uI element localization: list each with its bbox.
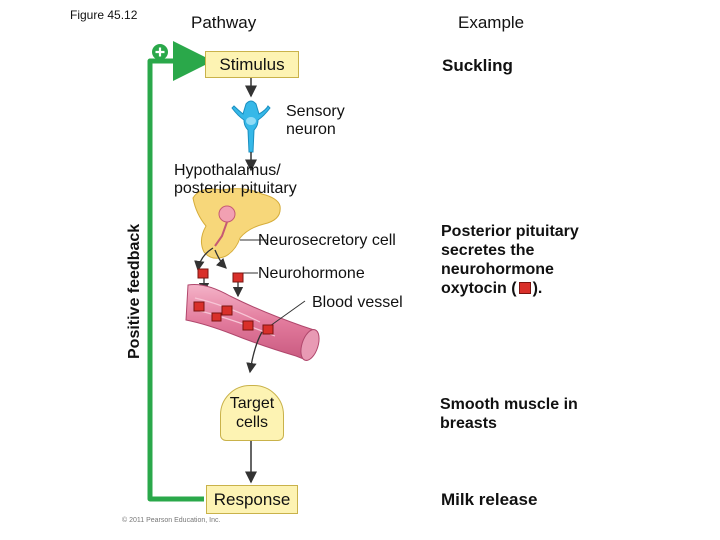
feedback-loop (147, 41, 213, 502)
posterior-line-4: oxytocin (). (441, 280, 543, 297)
target-cells-line-2: cells (235, 414, 268, 431)
figure-label: Figure 45.12 (70, 8, 138, 22)
copyright-text: © 2011 Pearson Education, Inc. (122, 517, 221, 524)
hypothalamus-label: Hypothalamus/ posterior pituitary (174, 162, 297, 198)
neurosecretory-cell-label: Neurosecretory cell (258, 232, 396, 249)
posterior-line-3: neurohormone (441, 261, 554, 278)
neurosecretory-cell-body (218, 205, 236, 223)
leader-blood-vessel (269, 300, 306, 327)
positive-feedback-label: Positive feedback (126, 223, 143, 359)
target-cells-line-1: Target (229, 395, 275, 412)
oxytocin-square-icon (518, 282, 531, 294)
blood-vessel-icon (185, 284, 320, 374)
posterior-line-1: Posterior pituitary (441, 223, 579, 240)
hypothalamus-line-2: posterior pituitary (174, 180, 297, 197)
gland-icon (192, 188, 281, 259)
neurohormone-label: Neurohormone (258, 265, 365, 282)
posterior-line-2: secretes the (441, 242, 535, 259)
sensory-neuron-line-1: Sensory (286, 103, 345, 120)
hypothalamus-line-1: Hypothalamus/ (174, 162, 281, 179)
posterior-pituitary-text: Posterior pituitary secretes the neuroho… (441, 222, 579, 298)
blood-vessel-label: Blood vessel (312, 294, 403, 311)
pathway-header: Pathway (191, 13, 257, 32)
oxytocin-squares (193, 268, 274, 335)
smooth-muscle-text: Smooth muscle in breasts (440, 395, 578, 433)
sensory-neuron-label: Sensory neuron (286, 103, 345, 139)
response-box: Response (206, 485, 298, 514)
stimulus-label: Stimulus (219, 54, 285, 74)
target-cells-box: Target cells (220, 385, 284, 441)
sensory-neuron-line-2: neuron (286, 121, 336, 138)
sensory-neuron-icon (231, 100, 271, 172)
example-header: Example (458, 13, 525, 32)
milk-release-label: Milk release (441, 490, 538, 509)
stimulus-box: Stimulus (205, 51, 299, 78)
response-label: Response (213, 489, 291, 509)
smooth-muscle-line-2: breasts (440, 415, 497, 432)
suckling-label: Suckling (442, 56, 513, 75)
smooth-muscle-line-1: Smooth muscle in (440, 396, 578, 413)
